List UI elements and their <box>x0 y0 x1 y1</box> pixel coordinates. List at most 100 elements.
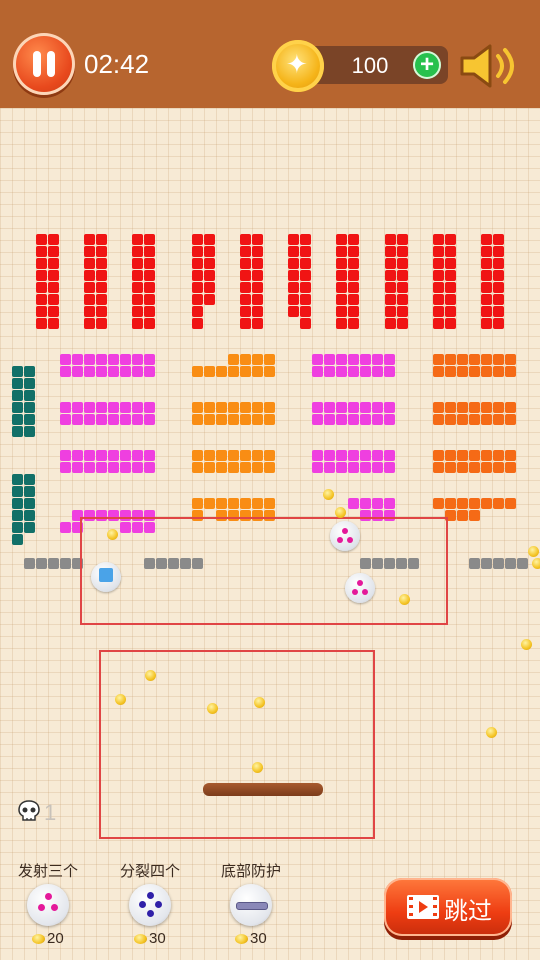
brick <box>445 462 456 473</box>
brick <box>60 354 71 365</box>
coin-pickup <box>145 670 156 681</box>
four-balls-icon[interactable] <box>129 884 171 926</box>
timer: 02:42 <box>84 49 150 79</box>
add-coins-button[interactable]: + <box>413 51 441 79</box>
brick <box>312 354 323 365</box>
brick <box>397 318 408 329</box>
brick <box>300 318 311 329</box>
brick <box>384 366 395 377</box>
brick <box>505 366 516 377</box>
brick <box>48 558 59 569</box>
bottom-shield-icon[interactable] <box>230 884 272 926</box>
brick <box>252 450 263 461</box>
brick <box>252 354 263 365</box>
coin-pickup <box>399 594 410 605</box>
brick <box>505 558 516 569</box>
brick <box>24 558 35 569</box>
brick <box>84 246 95 257</box>
brick <box>120 462 131 473</box>
brick <box>348 306 359 317</box>
skip-button[interactable]: 跳过 <box>384 878 512 936</box>
brick <box>360 450 371 461</box>
brick <box>372 366 383 377</box>
coin-icon <box>235 934 248 944</box>
brick <box>12 366 23 377</box>
brick <box>108 402 119 413</box>
brick <box>144 282 155 293</box>
paddle[interactable] <box>203 783 323 796</box>
brick <box>252 306 263 317</box>
three-balls-icon[interactable] <box>27 884 69 926</box>
powerup-triple-label: 发射三个 <box>17 863 78 880</box>
brick <box>324 354 335 365</box>
brick <box>252 498 263 509</box>
brick <box>12 486 23 497</box>
brick <box>132 234 143 245</box>
brick <box>481 318 492 329</box>
brick <box>144 258 155 269</box>
brick <box>397 270 408 281</box>
brick <box>385 270 396 281</box>
brick <box>108 414 119 425</box>
brick <box>192 282 203 293</box>
brick <box>84 414 95 425</box>
brick <box>336 306 347 317</box>
brick <box>204 498 215 509</box>
brick <box>132 318 143 329</box>
brick <box>120 366 131 377</box>
brick <box>264 450 275 461</box>
brick <box>36 558 47 569</box>
brick <box>372 354 383 365</box>
brick <box>288 270 299 281</box>
brick <box>408 558 419 569</box>
brick <box>228 414 239 425</box>
brick <box>132 270 143 281</box>
brick <box>493 354 504 365</box>
speaker-icon[interactable] <box>458 42 518 90</box>
brick <box>493 294 504 305</box>
brick <box>505 462 516 473</box>
pause-button[interactable] <box>13 33 75 95</box>
coin-pickup <box>528 546 539 557</box>
brick <box>240 402 251 413</box>
brick <box>144 246 155 257</box>
brick <box>481 450 492 461</box>
brick <box>288 246 299 257</box>
brick <box>36 270 47 281</box>
brick <box>192 294 203 305</box>
brick <box>204 258 215 269</box>
brick <box>72 354 83 365</box>
brick <box>385 294 396 305</box>
brick <box>144 558 155 569</box>
brick <box>324 450 335 461</box>
brick <box>120 354 131 365</box>
brick <box>144 318 155 329</box>
brick <box>132 462 143 473</box>
brick <box>48 270 59 281</box>
brick <box>385 234 396 245</box>
brick <box>24 378 35 389</box>
brick <box>216 450 227 461</box>
brick <box>204 246 215 257</box>
brick <box>457 462 468 473</box>
brick <box>240 498 251 509</box>
brick <box>96 258 107 269</box>
brick <box>300 234 311 245</box>
brick <box>469 558 480 569</box>
brick <box>72 558 83 569</box>
brick <box>505 450 516 461</box>
brick <box>12 378 23 389</box>
coin-pickup <box>486 727 497 738</box>
brick <box>96 414 107 425</box>
brick <box>312 450 323 461</box>
brick <box>240 282 251 293</box>
brick <box>445 282 456 293</box>
top-bar <box>0 0 540 108</box>
brick <box>336 258 347 269</box>
brick <box>96 282 107 293</box>
brick <box>192 246 203 257</box>
brick <box>36 246 47 257</box>
brick <box>204 282 215 293</box>
brick <box>96 294 107 305</box>
brick <box>348 270 359 281</box>
